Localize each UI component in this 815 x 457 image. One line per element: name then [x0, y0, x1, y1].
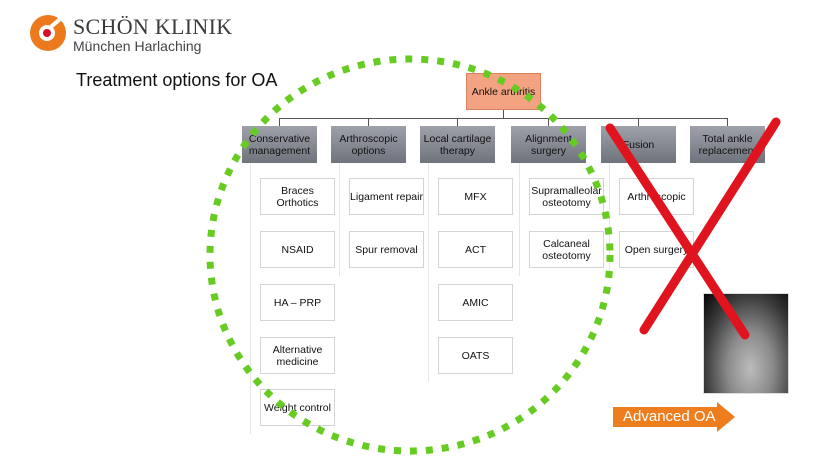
connector	[638, 118, 639, 126]
category-header: Total ankle replacement	[690, 126, 765, 163]
connector	[727, 118, 728, 126]
column-guide	[339, 163, 340, 276]
treatment-option: ACT	[438, 231, 513, 268]
logo-brand: SCHÖN KLINIK	[73, 14, 233, 39]
logo-icon	[30, 15, 66, 51]
connector	[279, 118, 727, 119]
column-guide	[609, 163, 610, 276]
connector	[457, 118, 458, 126]
column-guide	[250, 163, 251, 434]
connector	[368, 118, 369, 126]
advanced-oa-label: Advanced OA	[623, 408, 716, 425]
treatment-option: HA – PRP	[260, 284, 335, 321]
xray-image	[703, 293, 789, 394]
treatment-option: Weight control	[260, 389, 335, 426]
treatment-option: Braces Orthotics	[260, 178, 335, 215]
treatment-option: Ligament repair	[349, 178, 424, 215]
connector	[548, 118, 549, 126]
treatment-option: OATS	[438, 337, 513, 374]
category-header: Alignment surgery	[511, 126, 586, 163]
treatment-option: Open surgery	[619, 231, 694, 268]
treatment-option: Alternative medicine	[260, 337, 335, 374]
treatment-option: NSAID	[260, 231, 335, 268]
category-header: Arthroscopic options	[331, 126, 406, 163]
logo-subtitle: München Harlaching	[73, 38, 202, 54]
root-node: Ankle arthritis	[466, 73, 541, 110]
slide-title: Treatment options for OA	[76, 70, 278, 90]
treatment-option: Spur removal	[349, 231, 424, 268]
advanced-oa-arrow: Advanced OA	[613, 402, 737, 432]
treatment-option: AMIC	[438, 284, 513, 321]
treatment-option: Calcaneal osteotomy	[529, 231, 604, 268]
treatment-option: Supramalleolar osteotomy	[529, 178, 604, 215]
category-header: Fusion	[601, 126, 676, 163]
category-header: Conservative management	[242, 126, 317, 163]
treatment-option: Arthroscopic	[619, 178, 694, 215]
column-guide	[519, 163, 520, 276]
column-guide	[428, 163, 429, 382]
connector	[279, 118, 280, 126]
category-header: Local cartilage therapy	[420, 126, 495, 163]
connector	[503, 110, 504, 118]
treatment-option: MFX	[438, 178, 513, 215]
